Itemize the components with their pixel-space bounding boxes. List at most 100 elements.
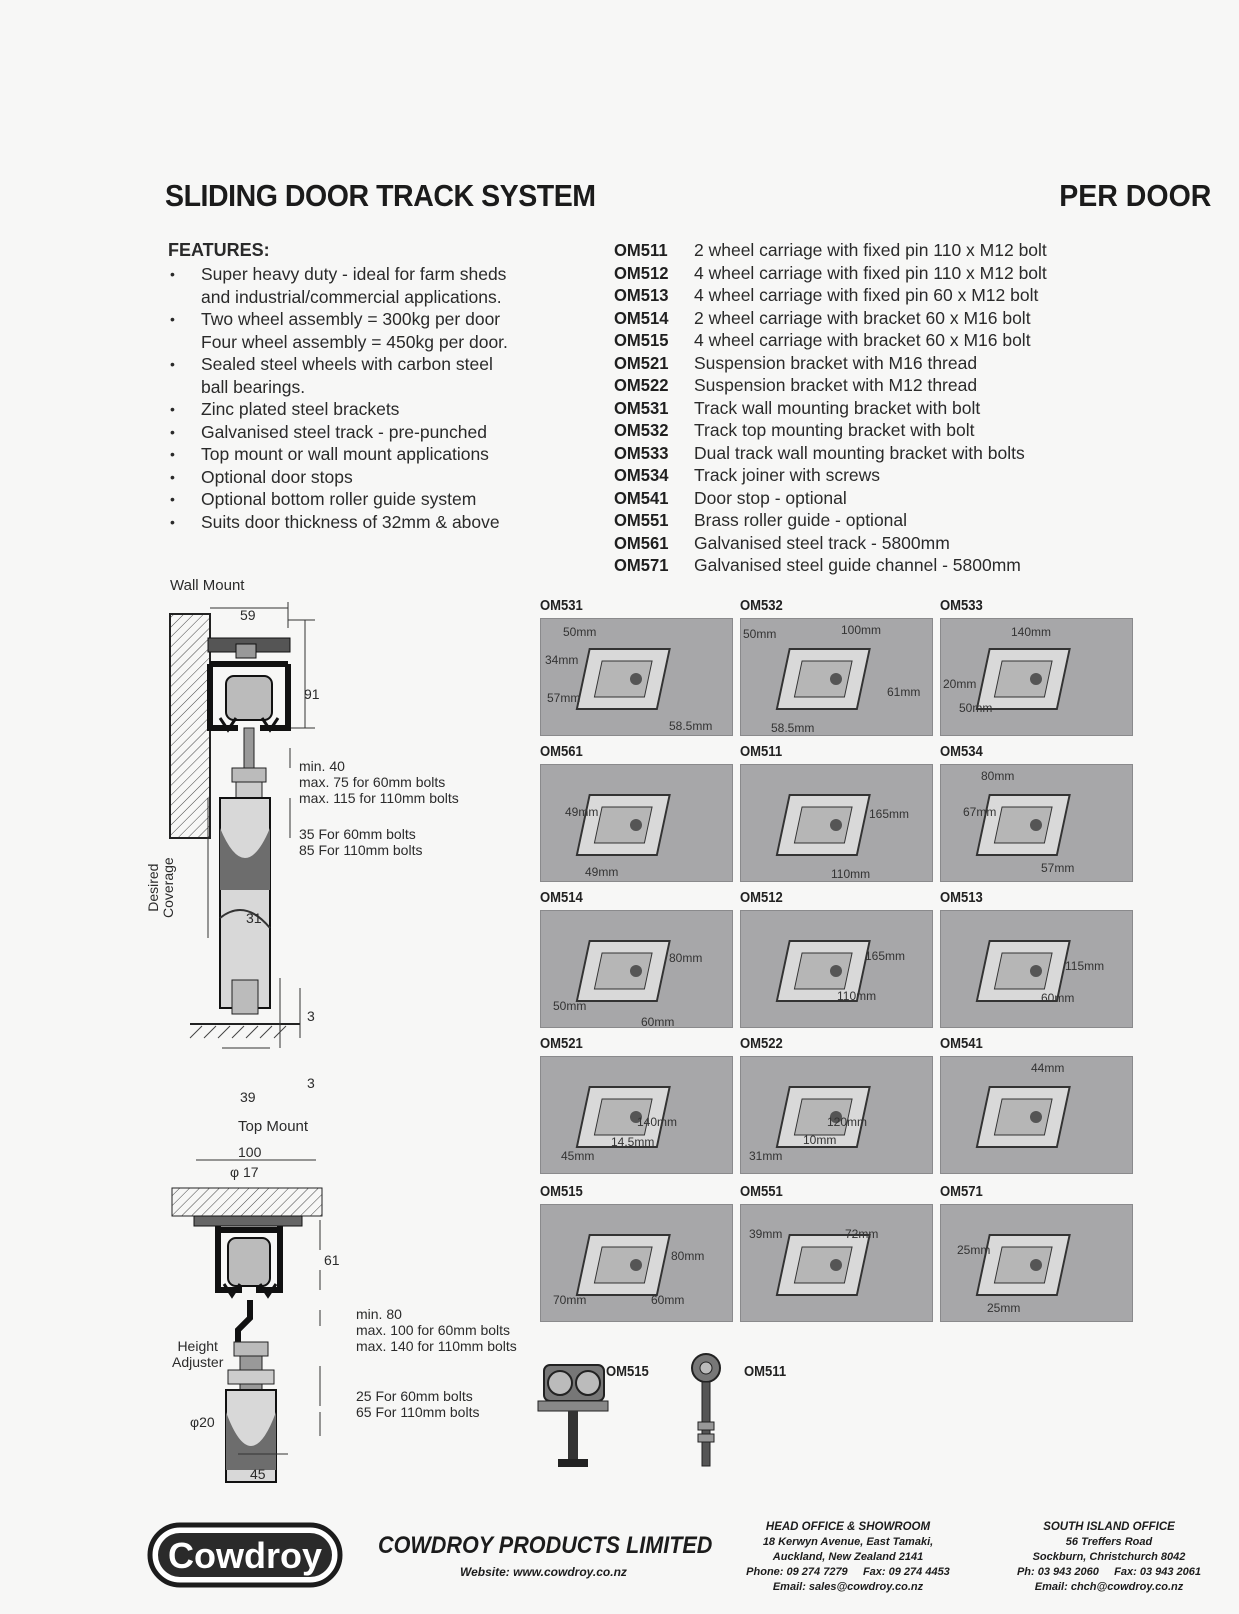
photo-dimension-label: 60mm <box>641 1015 675 1028</box>
product-photo: 50mm 34mm 57mm 58.5mm <box>540 618 733 736</box>
assembly-caption: OM515 <box>606 1364 649 1380</box>
part-description: 4 wheel carriage with bracket 60 x M16 b… <box>694 330 1031 350</box>
dim-bolt-depth: 25 For 60mm bolts 65 For 110mm bolts <box>356 1388 480 1420</box>
head-office-line: Auckland, New Zealand 2141 <box>772 1551 924 1563</box>
feature-item: Zinc plated steel brackets <box>168 398 588 421</box>
product-illustration <box>775 648 871 710</box>
dim-hole: φ 17 <box>230 1164 259 1180</box>
photo-dimension-label: 44mm <box>1031 1061 1065 1075</box>
part-description: Suspension bracket with M12 thread <box>694 375 978 395</box>
part-description: Brass roller guide - optional <box>694 510 908 530</box>
photo-dimension-label: 25mm <box>987 1301 1021 1315</box>
south-office-block: SOUTH ISLAND OFFICE 56 Treffers Road Soc… <box>994 1520 1224 1595</box>
product-illustration <box>975 794 1071 856</box>
om511-assembly-icon <box>691 1353 721 1467</box>
product-illustration <box>575 1086 671 1148</box>
per-door-heading: PER DOOR <box>1058 178 1211 213</box>
photo-dimension-label: 50mm <box>959 701 993 715</box>
photo-dimension-label: 49mm <box>585 865 619 879</box>
dim-clearance: min. 40 max. 75 for 60mm bolts max. 115 … <box>299 758 459 806</box>
product-photo: 44mm <box>940 1056 1133 1174</box>
wall-mount-diagram <box>169 602 315 1049</box>
feature-item: Top mount or wall mount applications <box>168 443 588 466</box>
product-illustration <box>775 1234 871 1296</box>
part-row: OM532 Track top mounting bracket with bol… <box>614 419 1047 442</box>
photo-dimension-label: 34mm <box>545 653 579 667</box>
photo-caption: OM561 <box>540 744 583 760</box>
part-description: Track joiner with screws <box>694 465 881 485</box>
wall <box>169 613 211 839</box>
part-code: OM511 <box>614 240 668 260</box>
product-illustration <box>575 940 671 1002</box>
photo-dimension-label: 80mm <box>671 1249 705 1263</box>
feature-item: Super heavy duty - ideal for farm sheds … <box>168 263 588 308</box>
photo-caption: OM532 <box>740 598 783 614</box>
photo-dimension-label: 50mm <box>743 627 777 641</box>
head-office-block: HEAD OFFICE & SHOWROOM 18 Kerwyn Avenue,… <box>733 1520 963 1595</box>
photo-dimension-label: 60mm <box>1041 991 1075 1005</box>
photo-dimension-label: 50mm <box>563 625 597 639</box>
photo-caption: OM513 <box>940 890 983 906</box>
part-code: OM532 <box>614 420 669 440</box>
part-description: Track top mounting bracket with bolt <box>694 420 975 440</box>
part-code: OM534 <box>614 465 669 485</box>
photo-dimension-label: 140mm <box>1011 625 1052 639</box>
dim-gap-top: 3 <box>307 1008 315 1024</box>
feature-item: Galvanised steel track - pre-punched <box>168 421 588 444</box>
photo-dimension-label: 61mm <box>887 685 921 699</box>
head-office-line: Phone: 09 274 7279 Fax: 09 274 4453 <box>746 1566 950 1578</box>
part-description: 4 wheel carriage with fixed pin 110 x M1… <box>694 262 1047 283</box>
top-mount-label: Top Mount <box>238 1118 309 1135</box>
part-code: OM521 <box>614 352 669 373</box>
photo-dimension-label: 57mm <box>547 691 581 705</box>
photo-dimension-label: 80mm <box>669 951 703 965</box>
wall-mount-label: Wall Mount <box>170 577 245 594</box>
south-office-email[interactable]: Email: chch@cowdroy.co.nz <box>1034 1581 1184 1593</box>
photo-dimension-label: 31mm <box>749 1149 783 1163</box>
product-photo: 80mm 50mm 60mm <box>540 910 733 1028</box>
dim-top-width: 59 <box>240 607 256 623</box>
south-office-heading: SOUTH ISLAND OFFICE <box>1043 1521 1175 1533</box>
photo-dimension-label: 70mm <box>553 1293 587 1307</box>
website-link[interactable]: Website: www.cowdroy.co.nz <box>460 1565 627 1579</box>
photo-dimension-label: 140mm <box>637 1115 678 1129</box>
photo-dimension-label: 50mm <box>553 999 587 1013</box>
photo-dimension-label: 39mm <box>749 1227 783 1241</box>
part-description: Galvanised steel track - 5800mm <box>694 532 950 553</box>
door-panel <box>219 797 271 1009</box>
dim-guide-width: 39 <box>240 1089 256 1105</box>
photo-dimension-label: 14.5mm <box>611 1135 655 1149</box>
photo-dimension-label: 100mm <box>841 623 882 637</box>
photo-dimension-label: 58.5mm <box>669 719 713 733</box>
dim-coverage: Desired Coverage <box>145 857 176 918</box>
part-row: OM515 4 wheel carriage with bracket 60 x … <box>614 329 1047 352</box>
feature-item: Optional door stops <box>168 466 588 489</box>
assembly-caption: OM511 <box>744 1364 787 1380</box>
head-office-email[interactable]: Email: sales@cowdroy.co.nz <box>772 1581 924 1593</box>
feature-item: Sealed steel wheels with carbon steel ba… <box>168 353 588 398</box>
product-illustration <box>575 1234 671 1296</box>
top-mount-diagram <box>171 1159 323 1483</box>
part-description: 4 wheel carriage with fixed pin 60 x M12… <box>694 285 1039 305</box>
photo-caption: OM522 <box>740 1036 783 1052</box>
photo-caption: OM531 <box>540 598 583 614</box>
part-code: OM514 <box>614 307 669 328</box>
part-code: OM551 <box>614 510 669 530</box>
product-illustration <box>775 1086 871 1148</box>
features-list: Super heavy duty - ideal for farm sheds … <box>168 263 588 533</box>
part-code: OM515 <box>614 330 669 350</box>
photo-caption: OM514 <box>540 890 583 906</box>
